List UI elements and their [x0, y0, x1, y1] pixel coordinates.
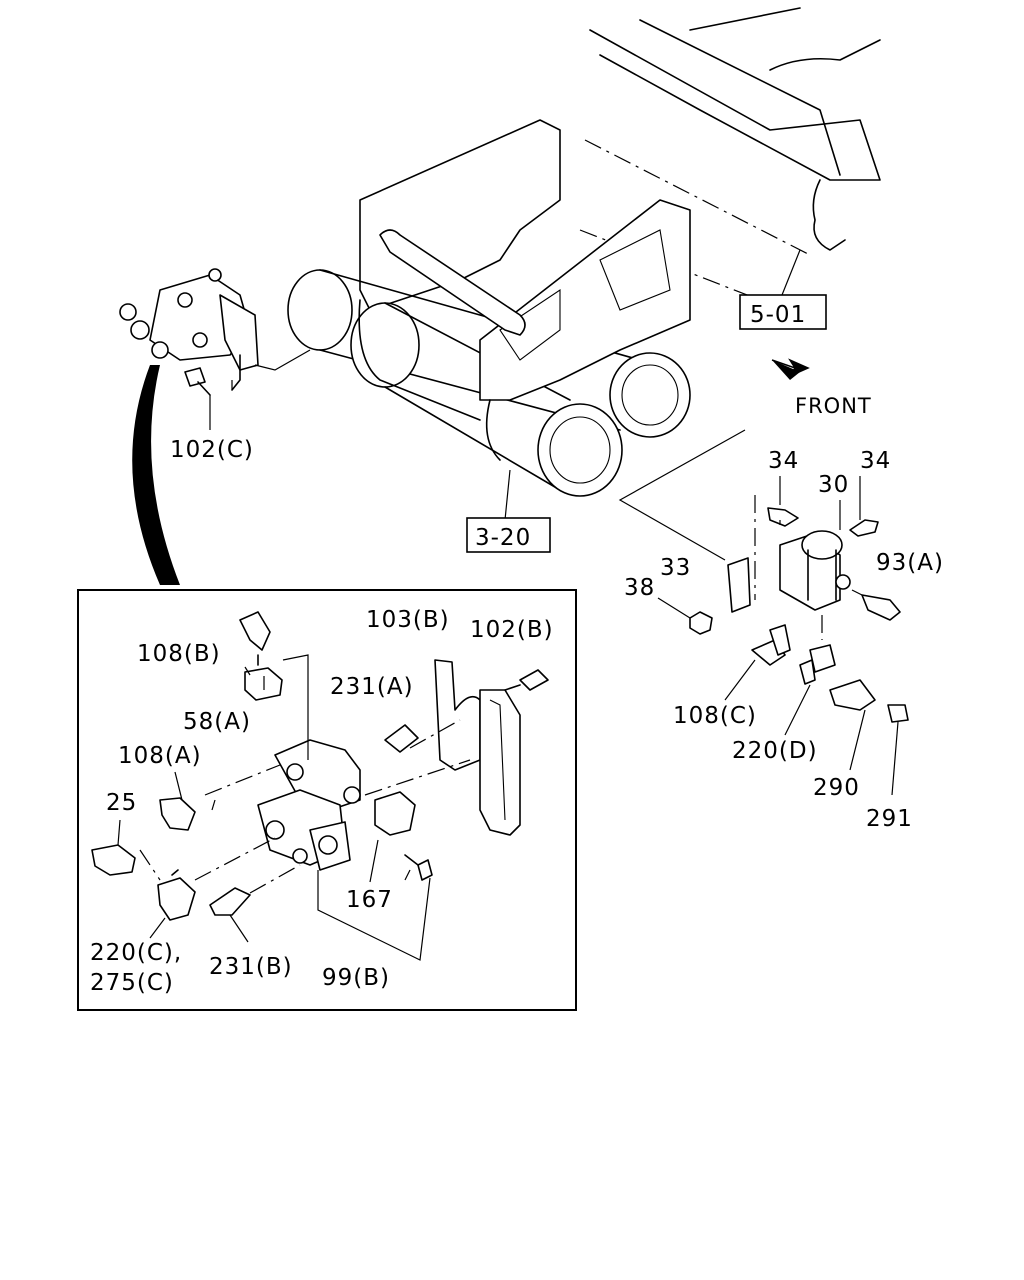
part-label-220d: 220(D)	[732, 738, 818, 764]
part-label-108a: 108(A)	[118, 743, 202, 769]
frame-rail	[579, 7, 881, 301]
front-label: FRONT	[795, 394, 872, 418]
part-label-220c: 220(C),	[90, 940, 182, 966]
part-label-231b: 231(B)	[209, 954, 293, 980]
part-label-231a: 231(A)	[330, 674, 414, 700]
valve-assembly-small	[119, 268, 311, 430]
detail-parts	[91, 611, 549, 961]
part-label-275c: 275(C)	[90, 970, 174, 996]
part-label-108b: 108(B)	[137, 641, 221, 667]
part-label-30: 30	[818, 472, 849, 498]
part-label-290: 290	[813, 775, 860, 801]
part-label-99b: 99(B)	[322, 965, 390, 991]
part-label-38: 38	[624, 575, 655, 601]
part-label-102c: 102(C)	[170, 437, 254, 463]
part-label-102b: 102(B)	[470, 617, 554, 643]
ref-box-5-01[interactable]	[739, 294, 827, 330]
front-arrow-icon	[771, 358, 810, 380]
part-label-93a: 93(A)	[876, 550, 944, 576]
detail-box	[77, 589, 577, 1011]
part-label-25: 25	[106, 790, 137, 816]
part-label-34-left: 34	[768, 448, 799, 474]
part-label-103b: 103(B)	[366, 607, 450, 633]
part-label-58a: 58(A)	[183, 709, 251, 735]
part-label-291: 291	[866, 806, 913, 832]
ref-3-20-label[interactable]: 3-20	[475, 525, 531, 551]
part-label-108c: 108(C)	[673, 703, 757, 729]
ref-box-3-20[interactable]	[466, 517, 551, 553]
separator-assembly	[618, 429, 909, 796]
part-label-33: 33	[660, 555, 691, 581]
tank-bracket-assembly	[287, 119, 691, 521]
detail-callout-arrow	[132, 365, 180, 585]
ref-5-01-label[interactable]: 5-01	[750, 302, 806, 328]
part-label-167: 167	[346, 887, 393, 913]
part-label-34-right: 34	[860, 448, 891, 474]
